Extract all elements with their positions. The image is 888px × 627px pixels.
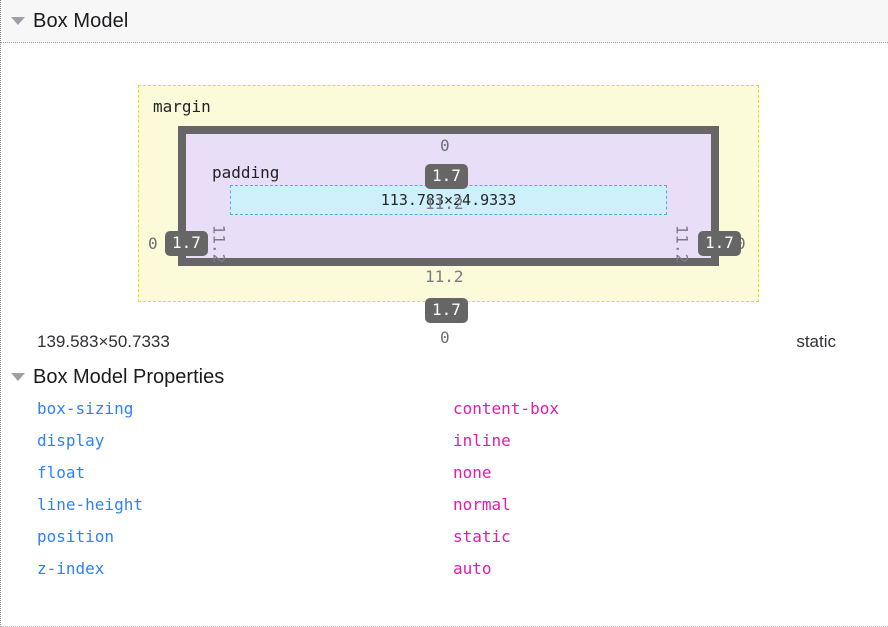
margin-top-value[interactable]: 0 [440, 136, 450, 155]
padding-left-value[interactable]: 11.2 [209, 224, 229, 264]
margin-box[interactable]: margin border padding 113.783×24.9333 [138, 85, 759, 302]
margin-label: margin [153, 97, 211, 116]
table-row[interactable]: box-sizing content-box [1, 399, 888, 431]
table-row[interactable]: float none [1, 463, 888, 495]
padding-box[interactable]: padding 113.783×24.9333 [186, 134, 711, 258]
property-value[interactable]: static [453, 527, 511, 546]
margin-bottom-value[interactable]: 0 [440, 328, 450, 347]
property-value[interactable]: none [453, 463, 492, 482]
properties-title: Box Model Properties [33, 365, 225, 388]
table-row[interactable]: line-height normal [1, 495, 888, 527]
table-row[interactable]: z-index auto [1, 559, 888, 591]
table-row[interactable]: position static [1, 527, 888, 559]
box-model-summary: 139.583×50.7333 static [1, 323, 888, 361]
chevron-down-icon[interactable] [11, 373, 25, 381]
border-box[interactable]: border padding 113.783×24.9333 [178, 126, 719, 266]
padding-label: padding [212, 163, 280, 182]
total-size-label: 139.583×50.7333 [37, 332, 170, 351]
chevron-down-icon[interactable] [11, 17, 25, 25]
box-model-properties-header[interactable]: Box Model Properties [1, 361, 888, 393]
property-value[interactable]: content-box [453, 399, 559, 418]
border-top-value[interactable]: 1.7 [425, 164, 468, 189]
property-name: box-sizing [37, 399, 134, 418]
margin-left-value[interactable]: 0 [148, 234, 158, 253]
border-right-value[interactable]: 1.7 [698, 231, 741, 256]
property-name: display [37, 431, 105, 450]
box-model-diagram: margin border padding 113.783×24.9333 0 … [1, 43, 888, 346]
property-name: position [37, 527, 115, 546]
position-label: static [796, 332, 836, 351]
border-bottom-value[interactable]: 1.7 [425, 298, 468, 323]
property-name: float [37, 463, 86, 482]
content-size-label: 113.783×24.9333 [380, 191, 517, 209]
property-name: line-height [37, 495, 143, 514]
property-value[interactable]: normal [453, 495, 511, 514]
properties-list: box-sizing content-box display inline fl… [1, 393, 888, 591]
property-value[interactable]: inline [453, 431, 511, 450]
padding-right-value[interactable]: 11.2 [672, 224, 692, 264]
border-left-value[interactable]: 1.7 [165, 231, 208, 256]
padding-bottom-value[interactable]: 11.2 [425, 267, 464, 286]
padding-top-value[interactable]: 11.2 [425, 194, 464, 213]
box-model-header[interactable]: Box Model [1, 0, 888, 43]
property-name: z-index [37, 559, 105, 578]
table-row[interactable]: display inline [1, 431, 888, 463]
page-title: Box Model [33, 9, 129, 32]
property-value[interactable]: auto [453, 559, 492, 578]
